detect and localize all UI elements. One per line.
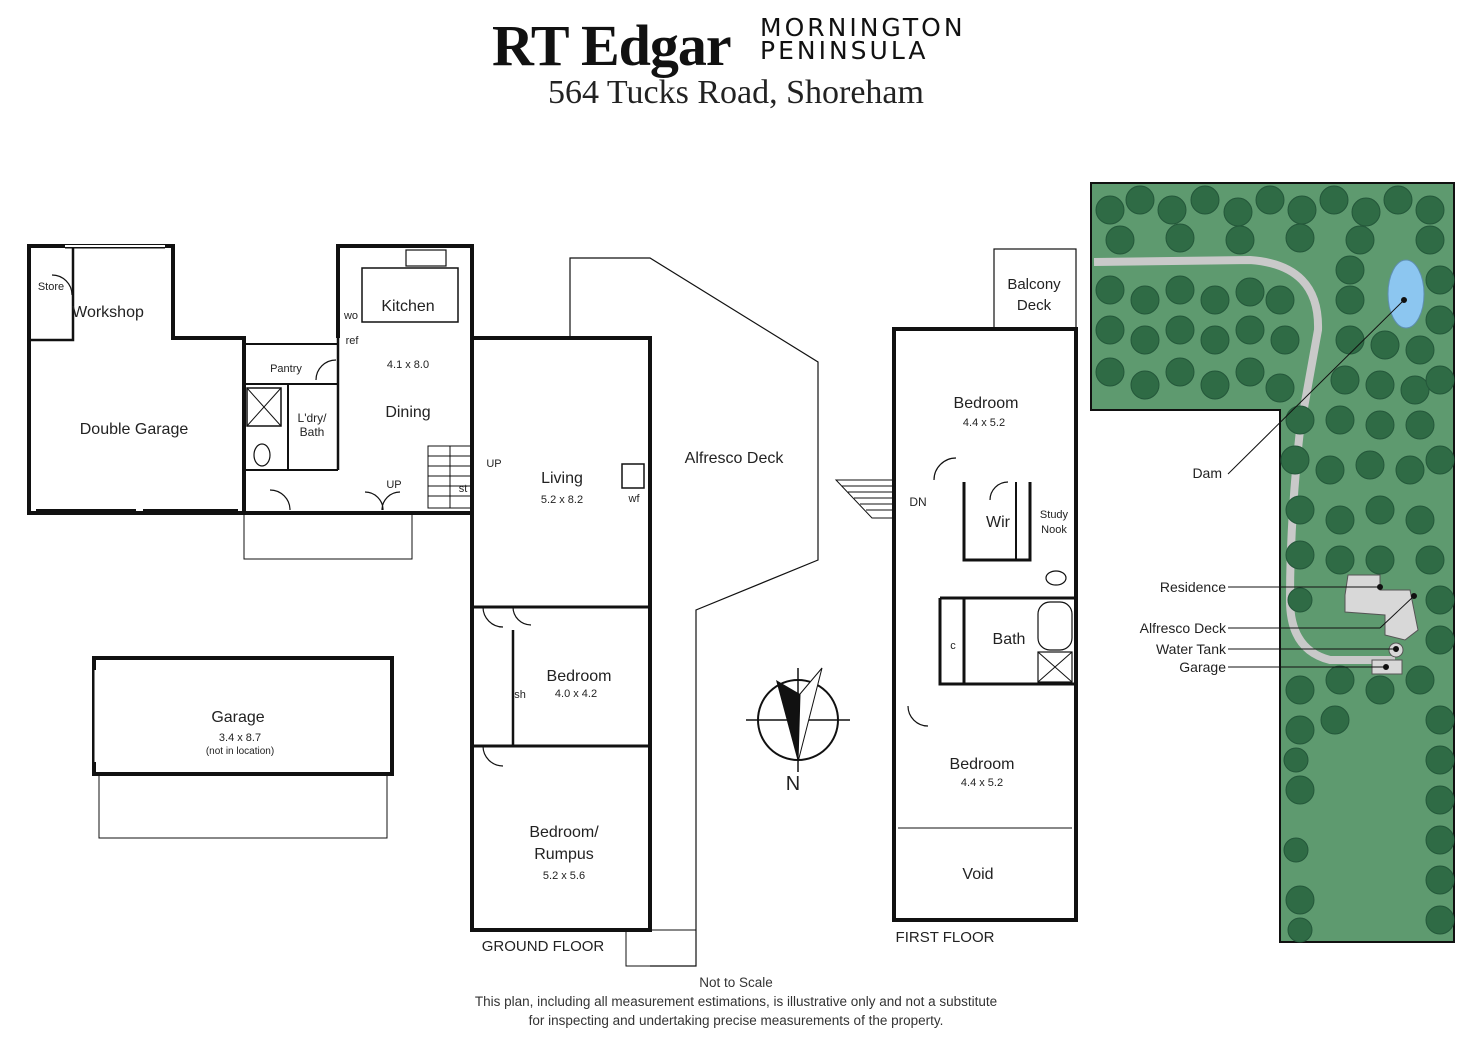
study-nook-label: Study <box>1040 509 1069 521</box>
bedroom-dimension: 4.0 x 4.2 <box>555 688 597 700</box>
ground-floor-steps <box>625 929 697 967</box>
room-labels: Store Workshop Double Garage Pantry L'dr… <box>38 276 1069 955</box>
kitchen-dimension: 4.1 x 8.0 <box>387 359 429 371</box>
up-label-2: UP <box>386 479 401 491</box>
workshop-label: Workshop <box>72 304 144 321</box>
not-to-scale: Not to Scale <box>699 975 773 990</box>
site-plan <box>1090 182 1455 943</box>
kitchen-island <box>361 267 459 323</box>
north-compass <box>746 667 850 772</box>
bedroom-label: Bedroom <box>954 395 1019 412</box>
disclaimer: Not to Scale This plan, including all me… <box>0 973 1472 1030</box>
first-floor-walls <box>892 327 1078 922</box>
porch <box>243 512 413 560</box>
laundry-label: L'dry/ <box>298 411 328 425</box>
stairs-first <box>834 479 895 519</box>
stairs-ground <box>427 445 473 509</box>
bedroom-dimension: 4.4 x 5.2 <box>963 417 1005 429</box>
double-garage-label: Double Garage <box>80 421 189 438</box>
bathtub <box>1037 601 1073 651</box>
laundry-label-2: Bath <box>300 425 325 439</box>
front-doors <box>364 491 401 511</box>
north-label: N <box>786 773 800 795</box>
living-dimension: 5.2 x 8.2 <box>541 494 583 506</box>
bath-label: Bath <box>993 631 1026 648</box>
bedroom-door <box>933 457 957 481</box>
store-door <box>51 274 73 296</box>
region-line-1: MORNINGTON <box>760 13 966 42</box>
ground-floor-label: GROUND FLOOR <box>482 938 605 955</box>
shower-cross <box>1037 651 1073 683</box>
shower <box>1037 651 1073 683</box>
wir-door <box>989 481 1009 501</box>
ref-label: ref <box>346 335 360 347</box>
c-label: c <box>950 640 956 652</box>
disclaimer-line-2: for inspecting and undertaking precise m… <box>528 1013 944 1028</box>
up-label: UP <box>486 458 501 470</box>
site-plan-labels: Dam Residence Alfresco Deck Water Tank G… <box>1140 465 1227 675</box>
first-floor-label: FIRST FLOOR <box>896 929 995 946</box>
wo-label: wo <box>343 310 358 322</box>
alfresco-deck-site-label: Alfresco Deck <box>1140 620 1227 636</box>
rumpus-dimension: 5.2 x 5.6 <box>543 870 585 882</box>
wir-label: Wir <box>986 514 1011 531</box>
balcony-label: Balcony <box>1007 276 1061 293</box>
dn-label: DN <box>909 495 926 509</box>
bedroom-door <box>907 705 929 727</box>
region-line-2: PENINSULA <box>760 36 929 65</box>
pantry-label: Pantry <box>270 363 302 375</box>
property-address: 564 Tucks Road, Shoreham <box>548 74 924 111</box>
toilet <box>253 443 271 467</box>
brand-logo: RT Edgar <box>492 13 732 78</box>
wf-label: wf <box>628 493 641 505</box>
garage-note: (not in location) <box>206 746 274 757</box>
dam-water <box>1387 259 1425 329</box>
entry-door <box>269 489 291 511</box>
rumpus-door <box>482 745 504 767</box>
toilet <box>1045 570 1067 586</box>
residence-label: Residence <box>1160 579 1226 595</box>
water-tank-label: Water Tank <box>1156 641 1227 657</box>
rumpus-label: Bedroom/ <box>529 824 599 841</box>
dam-label: Dam <box>1192 465 1222 481</box>
living-wing-walls <box>470 336 652 932</box>
st-label: st <box>459 483 468 495</box>
bedroom-door <box>482 606 532 628</box>
rumpus-label-2: Rumpus <box>534 846 594 863</box>
sh-label: sh <box>514 689 526 701</box>
fireplace <box>621 463 645 489</box>
kitchen-walls <box>242 244 474 515</box>
store-label: Store <box>38 281 64 293</box>
bedroom-dimension: 4.4 x 5.2 <box>961 777 1003 789</box>
alfresco-deck-label: Alfresco Deck <box>685 450 785 467</box>
bath-walls <box>938 596 1076 686</box>
bedroom-label: Bedroom <box>547 668 612 685</box>
wir-walls <box>962 482 1032 562</box>
alfresco-deck-outline <box>569 257 819 967</box>
site-leader-lines <box>1227 297 1417 670</box>
sink <box>405 249 447 267</box>
disclaimer-line-1: This plan, including all measurement est… <box>474 994 998 1009</box>
tree-cluster <box>1095 185 1455 943</box>
store-walls <box>27 244 75 342</box>
garage-label: Garage <box>211 709 264 726</box>
void-label: Void <box>962 866 993 883</box>
detached-garage <box>92 656 394 839</box>
garage-dimension: 3.4 x 8.7 <box>219 732 261 744</box>
shower-cross <box>246 387 282 427</box>
kitchen-label: Kitchen <box>381 298 434 315</box>
study-nook-label-2: Nook <box>1041 524 1067 536</box>
balcony-label-2: Deck <box>1017 297 1052 314</box>
first-floor-plan <box>834 248 1078 922</box>
shower-box <box>246 387 282 427</box>
dining-label: Dining <box>385 404 430 421</box>
laundry-door <box>315 359 337 381</box>
living-label: Living <box>541 470 583 487</box>
region-logo: MORNINGTON PENINSULA <box>760 13 966 65</box>
garage-site-label: Garage <box>1179 659 1226 675</box>
ground-floor-plan <box>27 244 819 967</box>
bedroom-label: Bedroom <box>950 756 1015 773</box>
